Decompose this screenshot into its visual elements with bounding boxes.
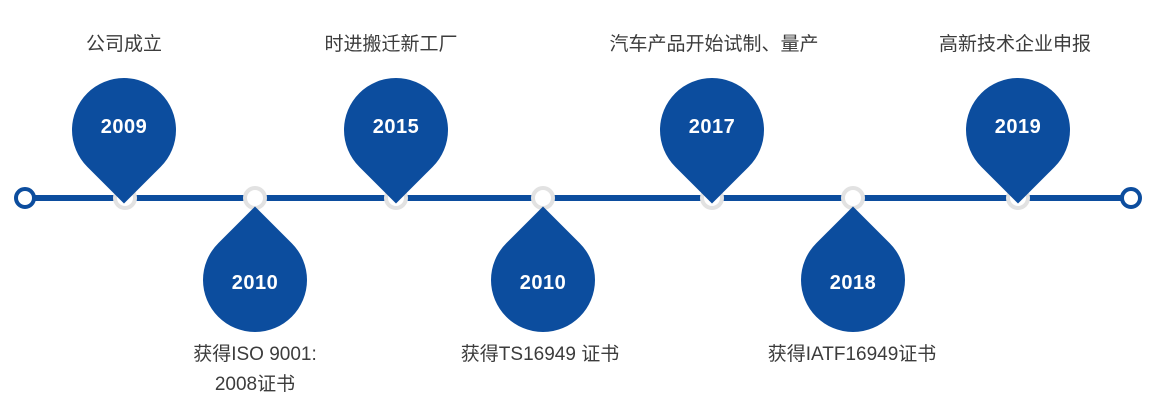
timeline-caption-2010: 获得TS16949 证书 [460, 344, 620, 365]
timeline-caption-2015: 时进搬迁新工厂 [324, 34, 458, 55]
timeline-pin-year: 2009 [100, 115, 148, 138]
timeline-pin-2009[interactable]: 2009 [50, 56, 198, 204]
timeline-endpoint-node [14, 187, 36, 209]
timeline-pin-2010[interactable]: 2010 [181, 206, 329, 354]
timeline-axis [25, 195, 1131, 201]
timeline-endpoint-node [1120, 187, 1142, 209]
timeline-caption-2017: 汽车产品开始试制、量产 [609, 34, 819, 55]
timeline-pin-2010[interactable]: 2010 [469, 206, 617, 354]
timeline-pin-year: 2018 [829, 271, 877, 294]
timeline-pin-2017[interactable]: 2017 [638, 56, 786, 204]
timeline-pin-year: 2010 [231, 271, 279, 294]
timeline-caption-2019: 高新技术企业申报 [938, 34, 1092, 55]
timeline-pin-year: 2015 [372, 115, 420, 138]
timeline-pin-year: 2019 [994, 115, 1042, 138]
timeline-pin-2015[interactable]: 2015 [322, 56, 470, 204]
timeline-pin-2018[interactable]: 2018 [779, 206, 927, 354]
timeline-pin-year: 2017 [688, 115, 736, 138]
timeline-caption-2018: 获得IATF16949证书 [767, 344, 937, 365]
timeline-caption-2010: 获得ISO 9001: 2008证书 [193, 344, 317, 395]
timeline-pin-year: 2010 [519, 271, 567, 294]
timeline-caption-2009: 公司成立 [85, 34, 163, 55]
timeline-pin-2019[interactable]: 2019 [944, 56, 1092, 204]
